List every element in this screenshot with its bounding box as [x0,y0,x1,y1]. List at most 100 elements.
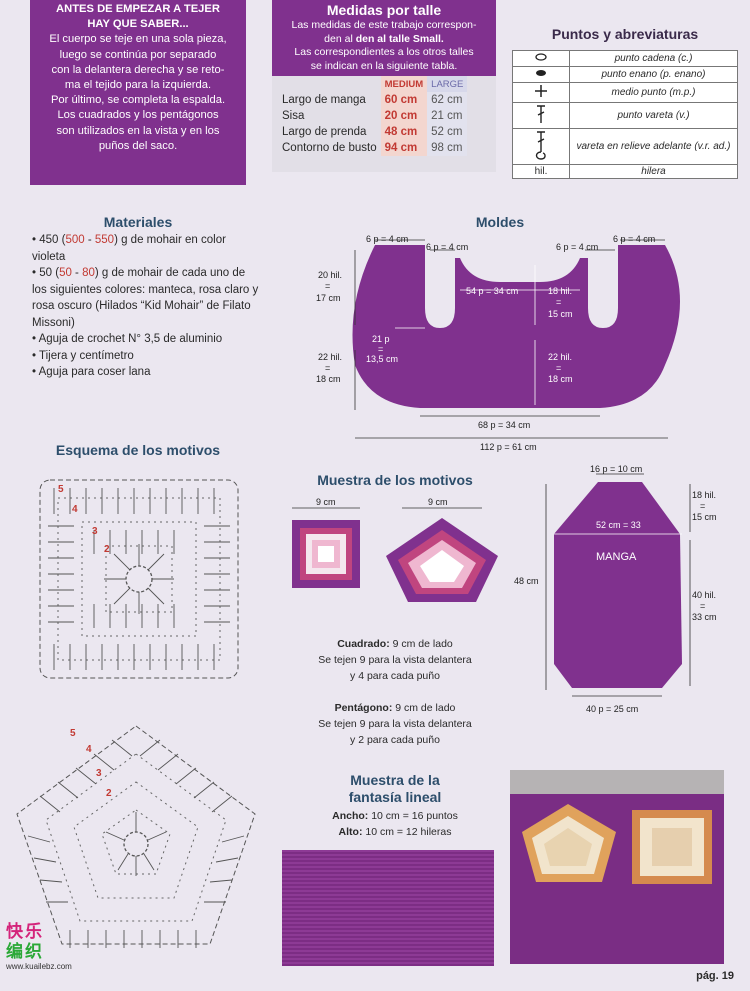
medidas-line: Las correspondientes a los otros talles [294,46,474,58]
svg-text:18 cm: 18 cm [316,374,341,384]
svg-text:40 hil.: 40 hil. [692,590,716,600]
moldes-title: Moldes [475,214,525,230]
moldes-diagram: 6 p = 4 cm 6 p = 4 cm 6 p = 4 cm 6 p = 4… [316,234,680,452]
svg-text:4: 4 [86,744,92,755]
puntos-table: punto cadena (c.) punto enano (p. enano)… [512,50,738,179]
list-item: • 450 (500 - 550) g de mohair en color v… [32,234,226,263]
svg-text:13,5 cm: 13,5 cm [366,354,398,364]
table-row: punto cadena (c.) [512,50,738,67]
materiales-list: • 450 (500 - 550) g de mohair en color v… [32,232,262,381]
svg-text:5: 5 [70,728,76,739]
svg-text:2: 2 [104,544,110,555]
plus-icon [512,82,570,103]
intro-line: Los cuadrados y los pentágonos [57,109,219,122]
intro-line: luego se continúa por separado [59,48,217,61]
medidas-line: Las medidas de este trabajo correspon- [291,19,477,31]
table-row: punto enano (p. enano) [512,66,738,83]
fantasia-title: Muestra de la fantasía lineal [348,772,442,805]
intro-heading-2: HAY QUE SABER... [87,18,189,31]
svg-text:22 hil.: 22 hil. [318,352,342,362]
svg-text:20 hil.: 20 hil. [318,270,342,280]
photo-detail [510,770,724,964]
sleeve-shape [554,482,682,688]
svg-text:18 hil.: 18 hil. [692,490,716,500]
intro-line: con la delantera derecha y se reto- [51,63,225,76]
svg-text:112 p = 61 cm: 112 p = 61 cm [480,442,537,452]
svg-text:40 p = 25 cm: 40 p = 25 cm [586,704,638,714]
site-logo: 快乐编织 www.kuailebz.com [6,922,72,971]
relief-stitch-icon [512,128,570,165]
body-pattern-shape [352,245,680,408]
svg-text:=: = [700,501,705,511]
svg-text:=: = [700,601,705,611]
svg-text:52 cm = 33: 52 cm = 33 [596,520,641,530]
muestra-motivos-title: Muestra de los motivos [317,472,473,488]
table-row: medio punto (m.p.) [512,82,738,103]
intro-line: son utilizados en la vista y en los [56,124,220,137]
svg-text:3: 3 [92,526,98,537]
medidas-line: den al den al talle Small. [324,32,444,45]
svg-text:6 p = 4 cm: 6 p = 4 cm [613,234,655,244]
intro-line: ma el tejido para la izquierda. [64,79,212,92]
svg-text:16 p = 10 cm: 16 p = 10 cm [590,464,642,474]
svg-text:6 p = 4 cm: 6 p = 4 cm [366,234,408,244]
page-number: pág. 19 [696,970,734,982]
table-row: Largo de prenda 48 cm 52 cm [278,124,468,140]
table-row: Contorno de busto 94 cm 98 cm [278,140,468,156]
svg-text:17 cm: 17 cm [316,293,341,303]
svg-text:=: = [556,363,561,373]
square-motif-chart: 5 4 3 2 [39,479,239,679]
table-row: vareta en relieve adelante (v.r. ad.) [512,128,738,165]
svg-text:18 hil.: 18 hil. [548,286,572,296]
fantasia-note: Ancho: 10 cm = 16 puntos Alto: 10 cm = 1… [332,810,458,838]
manga-diagram: 16 p = 10 cm 52 cm = 33 MANGA 48 cm 18 h… [514,464,717,714]
svg-text:48 cm: 48 cm [514,576,539,586]
svg-text:3: 3 [96,768,102,779]
svg-text:21 p: 21 p [372,334,390,344]
pentagon-motif-chart: 5 4 3 2 [16,725,256,948]
intro-heading-1: ANTES DE EMPEZAR A TEJER [56,3,220,15]
svg-text:=: = [325,363,330,373]
intro-line: puños del saco. [98,139,178,152]
svg-text:6 p = 4 cm: 6 p = 4 cm [556,242,598,252]
table-row: punto vareta (v.) [512,102,738,129]
svg-text:5: 5 [58,484,64,495]
oval-open-icon [512,50,570,67]
medidas-table: MEDIUM LARGE Largo de manga 60 cm 62 cm … [278,76,468,156]
puntos-title: Puntos y abreviaturas [551,26,699,42]
svg-text:=: = [556,297,561,307]
svg-text:9 cm: 9 cm [316,497,336,507]
svg-text:=: = [378,344,383,354]
cuadrado-note: Cuadrado: 9 cm de lado Se tejen 9 para l… [318,638,472,682]
intro-box: ANTES DE EMPEZAR A TEJER HAY QUE SABER..… [30,0,246,185]
materiales-title: Materiales [103,214,173,230]
medidas-header: Medidas por talle Las medidas de este tr… [272,0,496,76]
col-medium: MEDIUM [380,76,428,92]
medidas-line: se indican en la siguiente tabla. [310,59,458,72]
pentagono-note: Pentágono: 9 cm de lado Se tejen 9 para … [318,702,472,746]
svg-text:22 hil.: 22 hil. [548,352,572,362]
svg-text:15 cm: 15 cm [692,512,717,522]
list-item: • Tijera y centímetro [32,349,134,362]
table-row: Sisa 20 cm 21 cm [278,108,468,124]
col-large: LARGE [427,76,468,92]
fabric-swatch [282,850,494,966]
medidas-title: Medidas por talle [326,2,442,18]
svg-text:33 cm: 33 cm [692,612,717,622]
motif-samples: 9 cm 9 cm [292,497,498,602]
svg-text:54 p = 34 cm: 54 p = 34 cm [466,286,518,296]
svg-text:6 p = 4 cm: 6 p = 4 cm [426,242,468,252]
svg-text:=: = [325,281,330,291]
svg-text:9 cm: 9 cm [428,497,448,507]
table-row: Largo de manga 60 cm 62 cm [278,92,468,108]
esquema-title: Esquema de los motivos [55,442,221,458]
table-row: hil. hilera [512,164,738,179]
intro-line: Por último, se completa la espalda. [50,94,226,107]
double-crochet-icon [512,102,570,129]
medidas-box: Medidas por talle Las medidas de este tr… [272,0,496,172]
svg-text:68 p = 34 cm: 68 p = 34 cm [478,420,530,430]
svg-text:15 cm: 15 cm [548,309,573,319]
svg-text:18 cm: 18 cm [548,374,573,384]
oval-filled-icon [512,66,570,83]
list-item: • 50 (50 - 80) g de mohair de cada uno d… [32,267,259,329]
